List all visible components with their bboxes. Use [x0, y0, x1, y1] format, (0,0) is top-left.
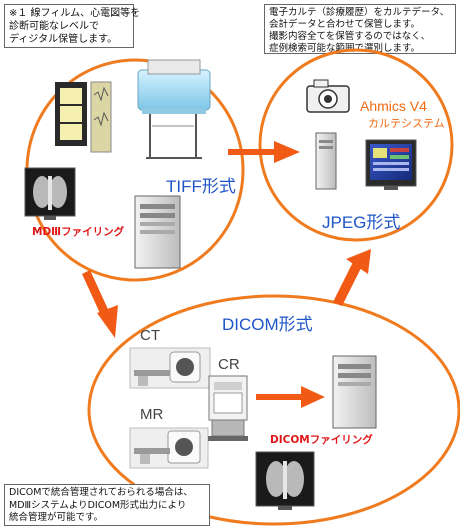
film-icon — [55, 82, 87, 146]
label-dicom-filing: DICOMファイリング — [270, 432, 373, 447]
camera-icon — [307, 80, 349, 112]
xray-monitor-icon — [25, 168, 75, 220]
label-karte-system: カルテシステム — [368, 115, 445, 131]
pc-monitor-icon — [366, 140, 416, 190]
label-ct: CT — [140, 327, 160, 344]
label-dicom-format: DICOM形式 — [222, 310, 313, 335]
arrow-cr-to-dicom-filing — [256, 386, 325, 408]
label-cr: CR — [218, 356, 240, 373]
note-line: 統合管理が可能です。 — [9, 512, 205, 525]
ecg-icon — [91, 82, 111, 152]
mr-scanner-icon — [130, 428, 208, 468]
note-line: MDⅢシステムよりDICOM形式出力により — [9, 500, 205, 513]
server-tower-icon — [135, 196, 180, 268]
scanner-icon — [138, 60, 210, 158]
label-tiff-format: TIFF形式 — [166, 172, 236, 197]
cr-reader-icon — [208, 376, 248, 441]
label-md3-filing: MDⅢファイリング — [32, 224, 124, 239]
xray-monitor-icon — [256, 452, 314, 510]
note-line: DICOMで統合管理されておられる場合は、 — [9, 487, 205, 500]
server-tower-icon — [316, 133, 336, 189]
server-tower-icon — [333, 356, 376, 428]
label-mr: MR — [140, 406, 163, 423]
label-jpeg-format: JPEG形式 — [322, 208, 400, 233]
arrow-left-to-dicom — [82, 270, 118, 338]
ct-scanner-icon — [130, 348, 210, 388]
arrow-dicom-to-jpeg — [333, 249, 371, 306]
note-bottom-left: DICOMで統合管理されておられる場合は、 MDⅢシステムよりDICOM形式出力… — [4, 484, 210, 526]
label-ahmics-v4: Ahmics V4 — [360, 98, 427, 114]
